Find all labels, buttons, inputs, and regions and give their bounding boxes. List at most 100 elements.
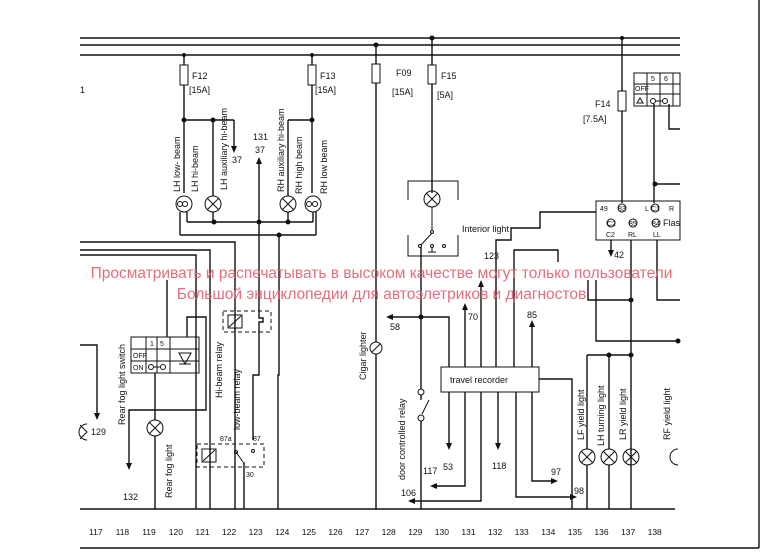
ref-117: 117 (423, 466, 437, 476)
lh-turning-lamp (600, 355, 618, 509)
ref-42: 42 (614, 250, 624, 260)
ref-98: 98 (574, 486, 584, 496)
column-number: 118 (116, 527, 130, 537)
label-low-beam-relay: low-beam relay (232, 368, 242, 430)
rh-high-low-beam-lamp (304, 195, 322, 213)
label-rh-aux-hi-beam: RH auxiliary hi-beam (276, 108, 286, 192)
svg-text:F13: F13 (320, 71, 336, 81)
column-number: 121 (195, 527, 209, 537)
svg-text:49: 49 (600, 206, 608, 213)
svg-text:F14: F14 (595, 99, 611, 109)
label-rh-high-beam: RH high beam (294, 136, 304, 194)
column-number: 135 (568, 527, 582, 537)
column-number: 136 (594, 527, 608, 537)
svg-text:L: L (645, 206, 649, 213)
label-rh-low-beam: RH low beam (319, 140, 329, 194)
lh-low-hi-beam-lamp (175, 195, 193, 213)
column-number: 117 (89, 527, 103, 537)
ref-37b: 37 (255, 145, 265, 155)
ref-132: 132 (123, 492, 138, 502)
fuse-f15: F15 [5A] (427, 35, 457, 193)
svg-text:Flas: Flas (663, 218, 681, 228)
label-rear-fog-light: Rear fog light (164, 444, 174, 498)
svg-text:OFF: OFF (635, 86, 649, 93)
ref-37: 37 (232, 155, 242, 165)
ref-131: 131 (253, 132, 268, 142)
svg-text:[15A]: [15A] (392, 87, 413, 97)
svg-text:F09: F09 (396, 68, 412, 78)
svg-text:1: 1 (150, 341, 154, 348)
svg-text:[15A]: [15A] (189, 85, 210, 95)
ref-106: 106 (401, 488, 416, 498)
label-lh-low-beam: LH low- beam (172, 136, 182, 192)
column-number: 129 (408, 527, 422, 537)
cigar-lighter-icon (369, 341, 383, 355)
column-number: 126 (328, 527, 342, 537)
label-rear-fog-switch: Rear fog light switch (117, 344, 127, 425)
column-number: 134 (541, 527, 555, 537)
label-lh-turning: LH turning light (596, 385, 606, 446)
label-interior-light: Interior light (462, 224, 510, 234)
svg-text:C1: C1 (651, 206, 660, 213)
ref-118: 118 (492, 461, 506, 471)
label-rf-yield: RF yield light (662, 387, 672, 440)
rear-fog-lamp (146, 419, 164, 437)
ref-123: 123 (484, 251, 499, 261)
column-number: 131 (461, 527, 475, 537)
rf-yield-lamp (669, 448, 679, 466)
svg-text:6: 6 (664, 76, 668, 83)
svg-text:R: R (669, 206, 674, 213)
label-hi-beam-relay: Hi-beam relay (214, 341, 224, 398)
ref-1: 1 (80, 85, 85, 95)
svg-text:[7.5A]: [7.5A] (583, 114, 607, 124)
column-number: 124 (275, 527, 289, 537)
label-lf-yield: LF yield light (576, 389, 586, 440)
column-number: 119 (142, 527, 156, 537)
svg-text:ON: ON (133, 365, 144, 372)
top-right-switch-grid: 5 6 OFF (633, 72, 681, 107)
label-cigar-lighter: Cigar lighter (358, 331, 368, 380)
svg-text:F15: F15 (441, 71, 457, 81)
column-number: 123 (249, 527, 263, 537)
watermark-line-2: Большой энциклопедии для автоэлетриков и… (176, 286, 587, 303)
ref-53: 53 (443, 462, 453, 472)
ref-129: 129 (91, 427, 106, 437)
lr-yield-lamp (622, 448, 640, 466)
column-number: 125 (302, 527, 316, 537)
svg-text:5: 5 (651, 76, 655, 83)
svg-text:[15A]: [15A] (315, 85, 336, 95)
lh-aux-hi-beam-lamp (204, 195, 222, 213)
ref-85: 85 (527, 310, 537, 320)
label-lh-aux-hi-beam: LH auxiliary hi-beam (219, 108, 229, 190)
svg-text:30: 30 (246, 472, 254, 479)
column-number: 137 (621, 527, 635, 537)
hi-beam-relay (222, 310, 272, 509)
ref-70: 70 (468, 312, 478, 322)
lf-yield-lamp (578, 355, 596, 509)
interior-light (407, 180, 459, 257)
lamp-129-icon (78, 423, 88, 441)
svg-text:87: 87 (253, 436, 261, 443)
svg-text:RL: RL (628, 232, 637, 239)
fuse-f09: F09 [15A] (371, 42, 413, 509)
svg-text:84: 84 (652, 221, 660, 228)
column-number: 128 (382, 527, 396, 537)
door-controlled-relay (417, 388, 430, 509)
svg-text:LL: LL (653, 232, 661, 239)
column-number: 130 (435, 527, 449, 537)
label-door-relay: door controlled relay (397, 398, 407, 480)
svg-text:travel recorder: travel recorder (450, 375, 508, 385)
travel-recorder: travel recorder (440, 366, 540, 393)
fuse-f12: F12 [15A] (179, 53, 210, 193)
fuse-f13: F13 [15A] (307, 53, 336, 193)
column-number: 133 (515, 527, 529, 537)
svg-text:F12: F12 (192, 71, 208, 81)
svg-text:C2: C2 (606, 232, 615, 239)
low-beam-relay: 87a 87 30 (196, 436, 265, 509)
svg-text:83: 83 (618, 206, 626, 213)
column-number: 127 (355, 527, 369, 537)
rh-aux-hi-beam-lamp (279, 195, 297, 213)
rear-fog-light-switch: 1 5 OFF ON (130, 336, 200, 374)
